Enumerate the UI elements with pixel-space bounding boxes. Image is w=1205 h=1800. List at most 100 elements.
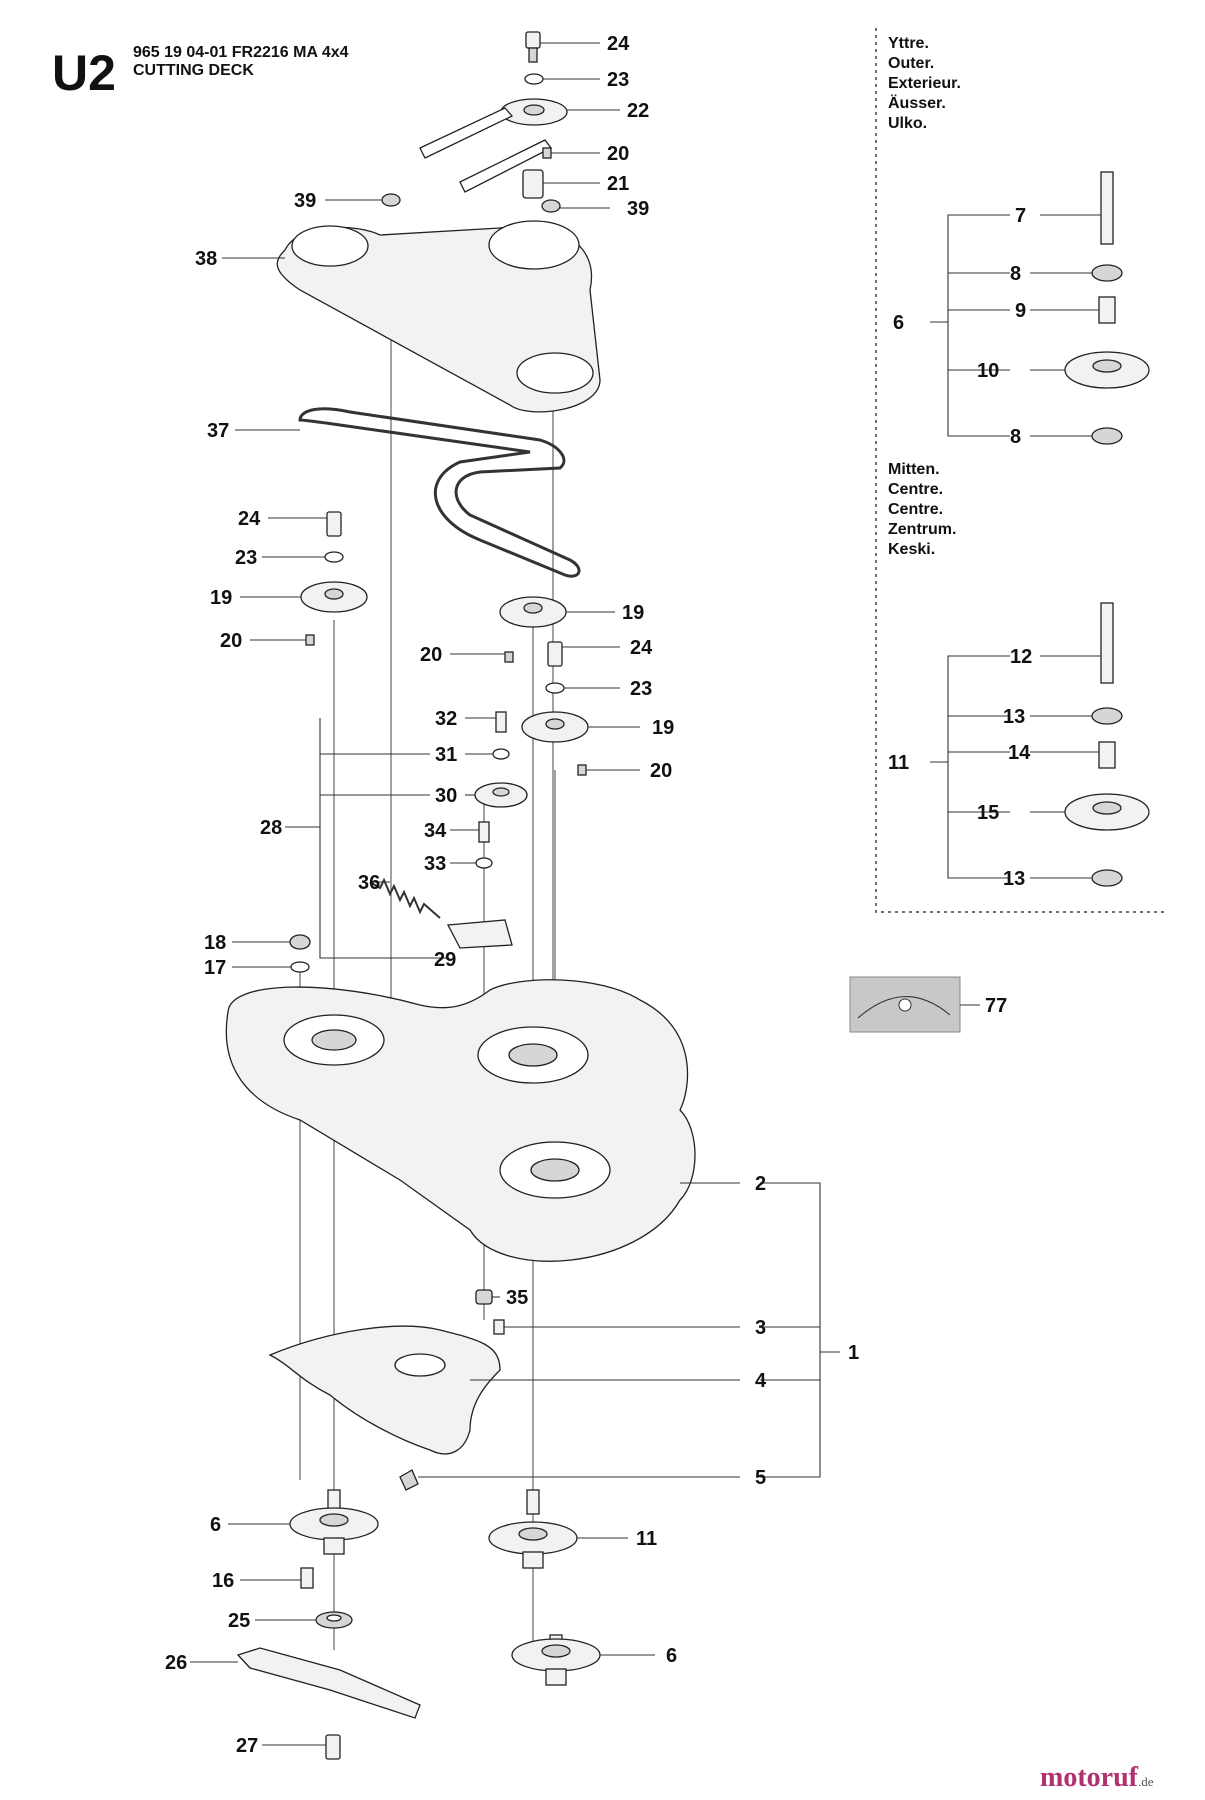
callout-39-right: 39 bbox=[627, 198, 649, 220]
key-part-20-left bbox=[305, 634, 315, 646]
callout-77: 77 bbox=[985, 995, 1007, 1017]
belt-cover-part-38 bbox=[276, 220, 601, 413]
washer-part-23-center bbox=[545, 682, 565, 694]
callout-21: 21 bbox=[607, 173, 629, 195]
legend-center: Mitten. Centre. Centre. Zentrum. Keski. bbox=[888, 460, 956, 560]
callout-13-upper: 13 bbox=[1003, 706, 1025, 728]
brand-name: motoruf bbox=[1040, 1762, 1138, 1793]
key-part-20-center bbox=[504, 651, 514, 663]
brand-suffix: .de bbox=[1137, 1774, 1154, 1789]
leader-lines bbox=[190, 42, 1101, 1746]
spindle-part-11 bbox=[488, 1489, 578, 1569]
legend-center-de: Zentrum. bbox=[888, 521, 957, 538]
legend-center-fi: Keski. bbox=[888, 541, 936, 558]
callout-23-top: 23 bbox=[607, 69, 629, 91]
pulley-part-22 bbox=[500, 98, 568, 126]
bolt-part-27 bbox=[325, 1734, 341, 1760]
spindle-part-6-left bbox=[289, 1489, 379, 1555]
callout-3: 3 bbox=[755, 1317, 766, 1339]
key-part-20-right bbox=[577, 764, 587, 776]
callout-6-right: 6 bbox=[666, 1645, 677, 1667]
callout-27: 27 bbox=[236, 1735, 258, 1757]
detail-frame bbox=[875, 28, 1168, 913]
callout-31: 31 bbox=[435, 744, 457, 766]
callout-2: 2 bbox=[755, 1173, 766, 1195]
part-number-line: 965 19 04-01 FR2216 MA 4x4 bbox=[133, 44, 349, 61]
screw-part-39-left bbox=[381, 193, 401, 207]
washer-part-31 bbox=[492, 748, 510, 760]
nut-part-18 bbox=[289, 934, 311, 950]
callout-6-left: 6 bbox=[210, 1514, 221, 1536]
callout-24-center: 24 bbox=[630, 637, 653, 659]
callout-29: 29 bbox=[434, 949, 456, 971]
callout-24-top: 24 bbox=[607, 33, 630, 55]
callout-13-lower: 13 bbox=[1003, 868, 1025, 890]
callout-15: 15 bbox=[977, 802, 999, 824]
callout-4: 4 bbox=[755, 1370, 767, 1392]
callout-14: 14 bbox=[1008, 742, 1031, 764]
callout-5: 5 bbox=[755, 1467, 766, 1489]
callouts: 24 23 22 20 21 39 39 38 37 24 23 19 20 1… bbox=[165, 33, 1032, 1757]
belt-stub bbox=[419, 107, 552, 193]
bolt-part-24-left bbox=[326, 511, 342, 537]
callout-36: 36 bbox=[358, 872, 380, 894]
callout-19-left: 19 bbox=[210, 587, 232, 609]
callout-25: 25 bbox=[228, 1610, 250, 1632]
deck-part-2 bbox=[225, 979, 696, 1262]
callout-26: 26 bbox=[165, 1652, 187, 1674]
callout-30: 30 bbox=[435, 785, 457, 807]
diagram-code: U2 bbox=[52, 45, 116, 101]
bushing-part-21 bbox=[522, 169, 544, 199]
idler-part-19-center bbox=[499, 596, 567, 628]
bolt-part-16 bbox=[300, 1567, 314, 1589]
callout-18: 18 bbox=[204, 932, 226, 954]
callout-20-left: 20 bbox=[220, 630, 242, 652]
callout-39-left: 39 bbox=[294, 190, 316, 212]
idler-part-19-left bbox=[300, 581, 368, 613]
callout-20-top: 20 bbox=[607, 143, 629, 165]
callout-37: 37 bbox=[207, 420, 229, 442]
sleeve-part-14 bbox=[1098, 741, 1116, 769]
spring-part-36 bbox=[369, 877, 441, 919]
sleeve-part-9 bbox=[1098, 296, 1116, 324]
callout-19-center: 19 bbox=[622, 602, 644, 624]
callout-32: 32 bbox=[435, 708, 457, 730]
bearing-part-13-lower bbox=[1091, 869, 1123, 887]
washer-part-33 bbox=[475, 857, 493, 869]
blade-part-26 bbox=[236, 1647, 421, 1719]
callout-7: 7 bbox=[1015, 205, 1026, 227]
callout-9: 9 bbox=[1015, 300, 1026, 322]
callout-17: 17 bbox=[204, 957, 226, 979]
callout-11-detail: 11 bbox=[888, 752, 909, 774]
callout-35: 35 bbox=[506, 1287, 528, 1309]
bolt-part-3 bbox=[493, 1319, 505, 1335]
bearing-part-8-upper bbox=[1091, 264, 1123, 282]
callout-38: 38 bbox=[195, 248, 217, 270]
bolt-part-24-center bbox=[547, 641, 563, 667]
callout-8-upper: 8 bbox=[1010, 263, 1021, 285]
callout-12: 12 bbox=[1010, 646, 1032, 668]
bearing-part-25 bbox=[315, 1611, 353, 1629]
callout-34: 34 bbox=[424, 820, 447, 842]
screw-part-39-right bbox=[541, 199, 561, 213]
legend-center-en: Centre. bbox=[888, 481, 944, 498]
decal-part-77 bbox=[849, 976, 961, 1033]
callout-22: 22 bbox=[627, 100, 649, 122]
legend-outer-de: Äusser. bbox=[888, 95, 946, 112]
callout-19-right: 19 bbox=[652, 717, 674, 739]
callout-8-lower: 8 bbox=[1010, 426, 1021, 448]
callout-1: 1 bbox=[848, 1342, 859, 1364]
callout-23-left: 23 bbox=[235, 547, 257, 569]
legend-outer: Yttre. Outer. Exterieur. Äusser. Ulko. bbox=[888, 34, 961, 134]
legend-outer-fr: Exterieur. bbox=[888, 75, 961, 92]
nut-part-35 bbox=[475, 1289, 493, 1305]
pulley-part-30 bbox=[474, 782, 528, 808]
detail-center-spindle bbox=[1064, 602, 1150, 887]
knob-part-5 bbox=[399, 1469, 419, 1491]
washer-part-17 bbox=[290, 961, 310, 973]
bearing-part-8-lower bbox=[1091, 427, 1123, 445]
bolt-part-24-top bbox=[525, 31, 541, 63]
shaft-part-7 bbox=[1100, 171, 1114, 245]
